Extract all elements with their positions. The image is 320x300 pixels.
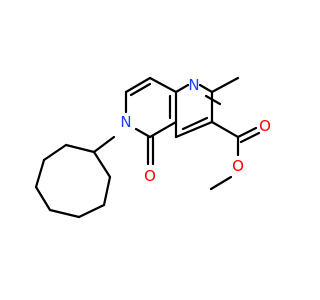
bond: [209, 175, 233, 191]
bond: [92, 135, 116, 154]
bond: [210, 120, 240, 139]
bond: [124, 76, 152, 94]
bond: [129, 82, 152, 97]
bond: [236, 126, 258, 139]
molecule-structure-diagram: N N O O O: [34, 76, 271, 219]
bond: [174, 83, 190, 94]
bond: [34, 158, 46, 189]
bond: [92, 150, 112, 179]
bond: [64, 143, 96, 154]
nitrogen-atom-label: N: [120, 113, 131, 131]
bond: [134, 127, 152, 139]
bond: [239, 131, 261, 144]
nitrogen-atom-label: N: [188, 76, 199, 94]
bond: [174, 120, 214, 139]
bond: [181, 116, 209, 131]
bond: [77, 203, 106, 219]
bond: [48, 208, 81, 219]
oxygen-atom-label: O: [144, 167, 156, 185]
bond: [148, 120, 178, 139]
bond: [198, 83, 214, 94]
bond: [42, 143, 68, 162]
oxygen-atom-label: O: [259, 117, 271, 135]
bond: [102, 175, 112, 207]
oxygen-atom-label: O: [232, 157, 244, 175]
bond: [34, 185, 52, 212]
bond-layer: [34, 76, 261, 219]
atom-label-layer: N N O O O: [120, 76, 271, 185]
bond: [148, 76, 178, 94]
bond: [210, 76, 240, 94]
